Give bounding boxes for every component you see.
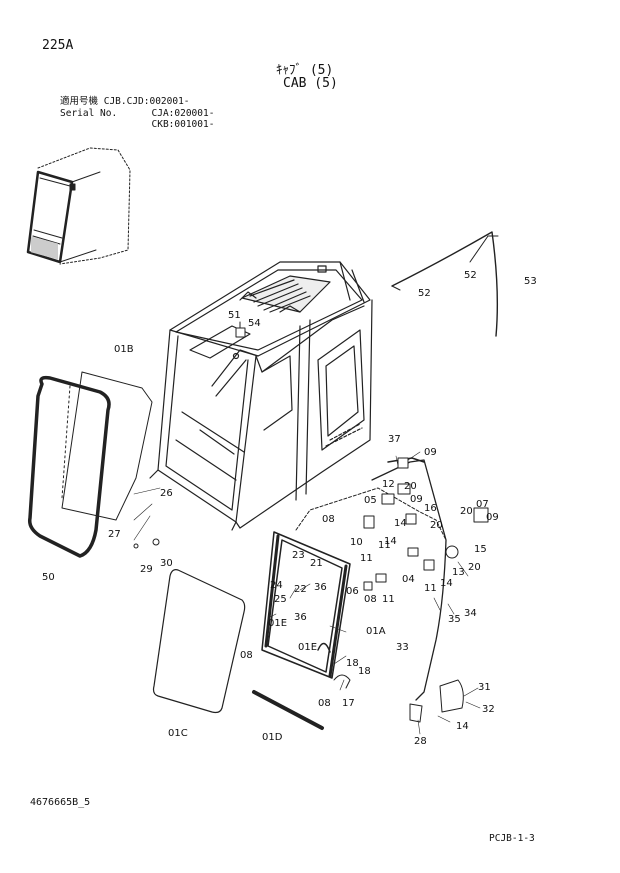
- callout-label: 29: [140, 564, 153, 575]
- callout-label: 52: [418, 288, 431, 299]
- callout-label: 32: [482, 704, 495, 715]
- page-title-jp: ｷｬﾌﾞ (5): [276, 63, 334, 78]
- callout-label: 08: [322, 514, 335, 525]
- side-glass-01C: [152, 569, 246, 714]
- callout-label: 50: [42, 572, 55, 583]
- callout-label: 14: [394, 518, 407, 529]
- callout-label: 14: [440, 578, 453, 589]
- callout-label: 15: [474, 544, 487, 555]
- callout-label: 26: [160, 488, 173, 499]
- callout-label: 11: [360, 553, 373, 564]
- callout-label: 04: [402, 574, 415, 585]
- callout-label: 01A: [366, 626, 386, 637]
- callout-label: 37: [388, 434, 401, 445]
- callout-label: 06: [346, 586, 359, 597]
- serial-line: 適用号機 CJB.CJD:002001-: [60, 96, 190, 107]
- callout-label: 08: [240, 650, 253, 661]
- lock-hardware: [133, 483, 489, 723]
- callout-label: 22: [294, 584, 307, 595]
- callout-label: 07: [476, 499, 489, 510]
- roof-bracket-51: [235, 321, 246, 338]
- cab-frame: [149, 261, 373, 531]
- page-reference: PCJB-1-3: [489, 833, 535, 844]
- callout-label: 09: [486, 512, 499, 523]
- callout-label: 17: [342, 698, 355, 709]
- callout-label: 08: [318, 698, 331, 709]
- callout-label: 28: [414, 736, 427, 747]
- callout-labels: 01B 50 26 27 29 30 01C 01D 01E 01E 08 08…: [42, 270, 537, 747]
- page-title: CAB (5): [283, 76, 338, 91]
- leader-lines: [133, 451, 481, 735]
- callout-label: 01D: [262, 732, 283, 743]
- document-number: 4676665B_5: [30, 797, 91, 808]
- callout-label: 09: [424, 447, 437, 458]
- callout-label: 20: [460, 506, 473, 517]
- door-frame-01A: [261, 531, 351, 679]
- callout-label: 01E: [268, 618, 287, 629]
- callout-label: 23: [292, 550, 305, 561]
- callout-label: 09: [410, 494, 423, 505]
- model-code: 225A: [42, 38, 74, 53]
- callout-label: 52: [464, 270, 477, 281]
- callout-label: 31: [478, 682, 491, 693]
- callout-label: 33: [396, 642, 409, 653]
- callout-label: 18: [358, 666, 371, 677]
- callout-label: 08: [364, 594, 377, 605]
- serial-line: CKB:001001-: [60, 119, 215, 130]
- rear-glass-01B: [61, 371, 153, 521]
- callout-label: 21: [310, 558, 323, 569]
- callout-label: 01C: [168, 728, 188, 739]
- callout-label: 36: [314, 582, 327, 593]
- callout-label: 18: [346, 658, 359, 669]
- callout-label: 54: [248, 318, 261, 329]
- callout-label: 10: [350, 537, 363, 548]
- wiper-hose-52-53: [391, 231, 499, 337]
- callout-label: 34: [464, 608, 477, 619]
- callout-label: 14: [384, 536, 397, 547]
- callout-label: 30: [160, 558, 173, 569]
- callout-label: 27: [108, 529, 121, 540]
- callout-label: 11: [382, 594, 395, 605]
- callout-label: 01B: [114, 344, 134, 355]
- callout-label: 51: [228, 310, 241, 321]
- callout-label: 11: [424, 583, 437, 594]
- callout-label: 53: [524, 276, 537, 287]
- callout-label: 20: [468, 562, 481, 573]
- seal-50: [27, 375, 111, 558]
- serial-number-block: 適用号機 CJB.CJD:002001- Serial No. CJA:0200…: [60, 96, 214, 131]
- callout-label: 25: [274, 594, 287, 605]
- callout-label: 20: [404, 481, 417, 492]
- callout-label: 24: [270, 580, 283, 591]
- callout-label: 13: [452, 567, 465, 578]
- callout-label: 14: [456, 721, 469, 732]
- serial-line: Serial No. CJA:020001-: [60, 107, 215, 119]
- callout-label: 16: [424, 503, 437, 514]
- callout-label: 12: [382, 479, 395, 490]
- strip-01D: [252, 689, 325, 730]
- striker-17-18: [333, 674, 351, 689]
- callout-label: 05: [364, 495, 377, 506]
- callout-label: 20: [430, 520, 443, 531]
- callout-label: 01E: [298, 642, 317, 653]
- rod-37: [387, 457, 425, 469]
- callout-label: 35: [448, 614, 461, 625]
- callout-label: 11: [378, 540, 391, 551]
- callout-label: 36: [294, 612, 307, 623]
- thumbnail-window: [26, 147, 131, 265]
